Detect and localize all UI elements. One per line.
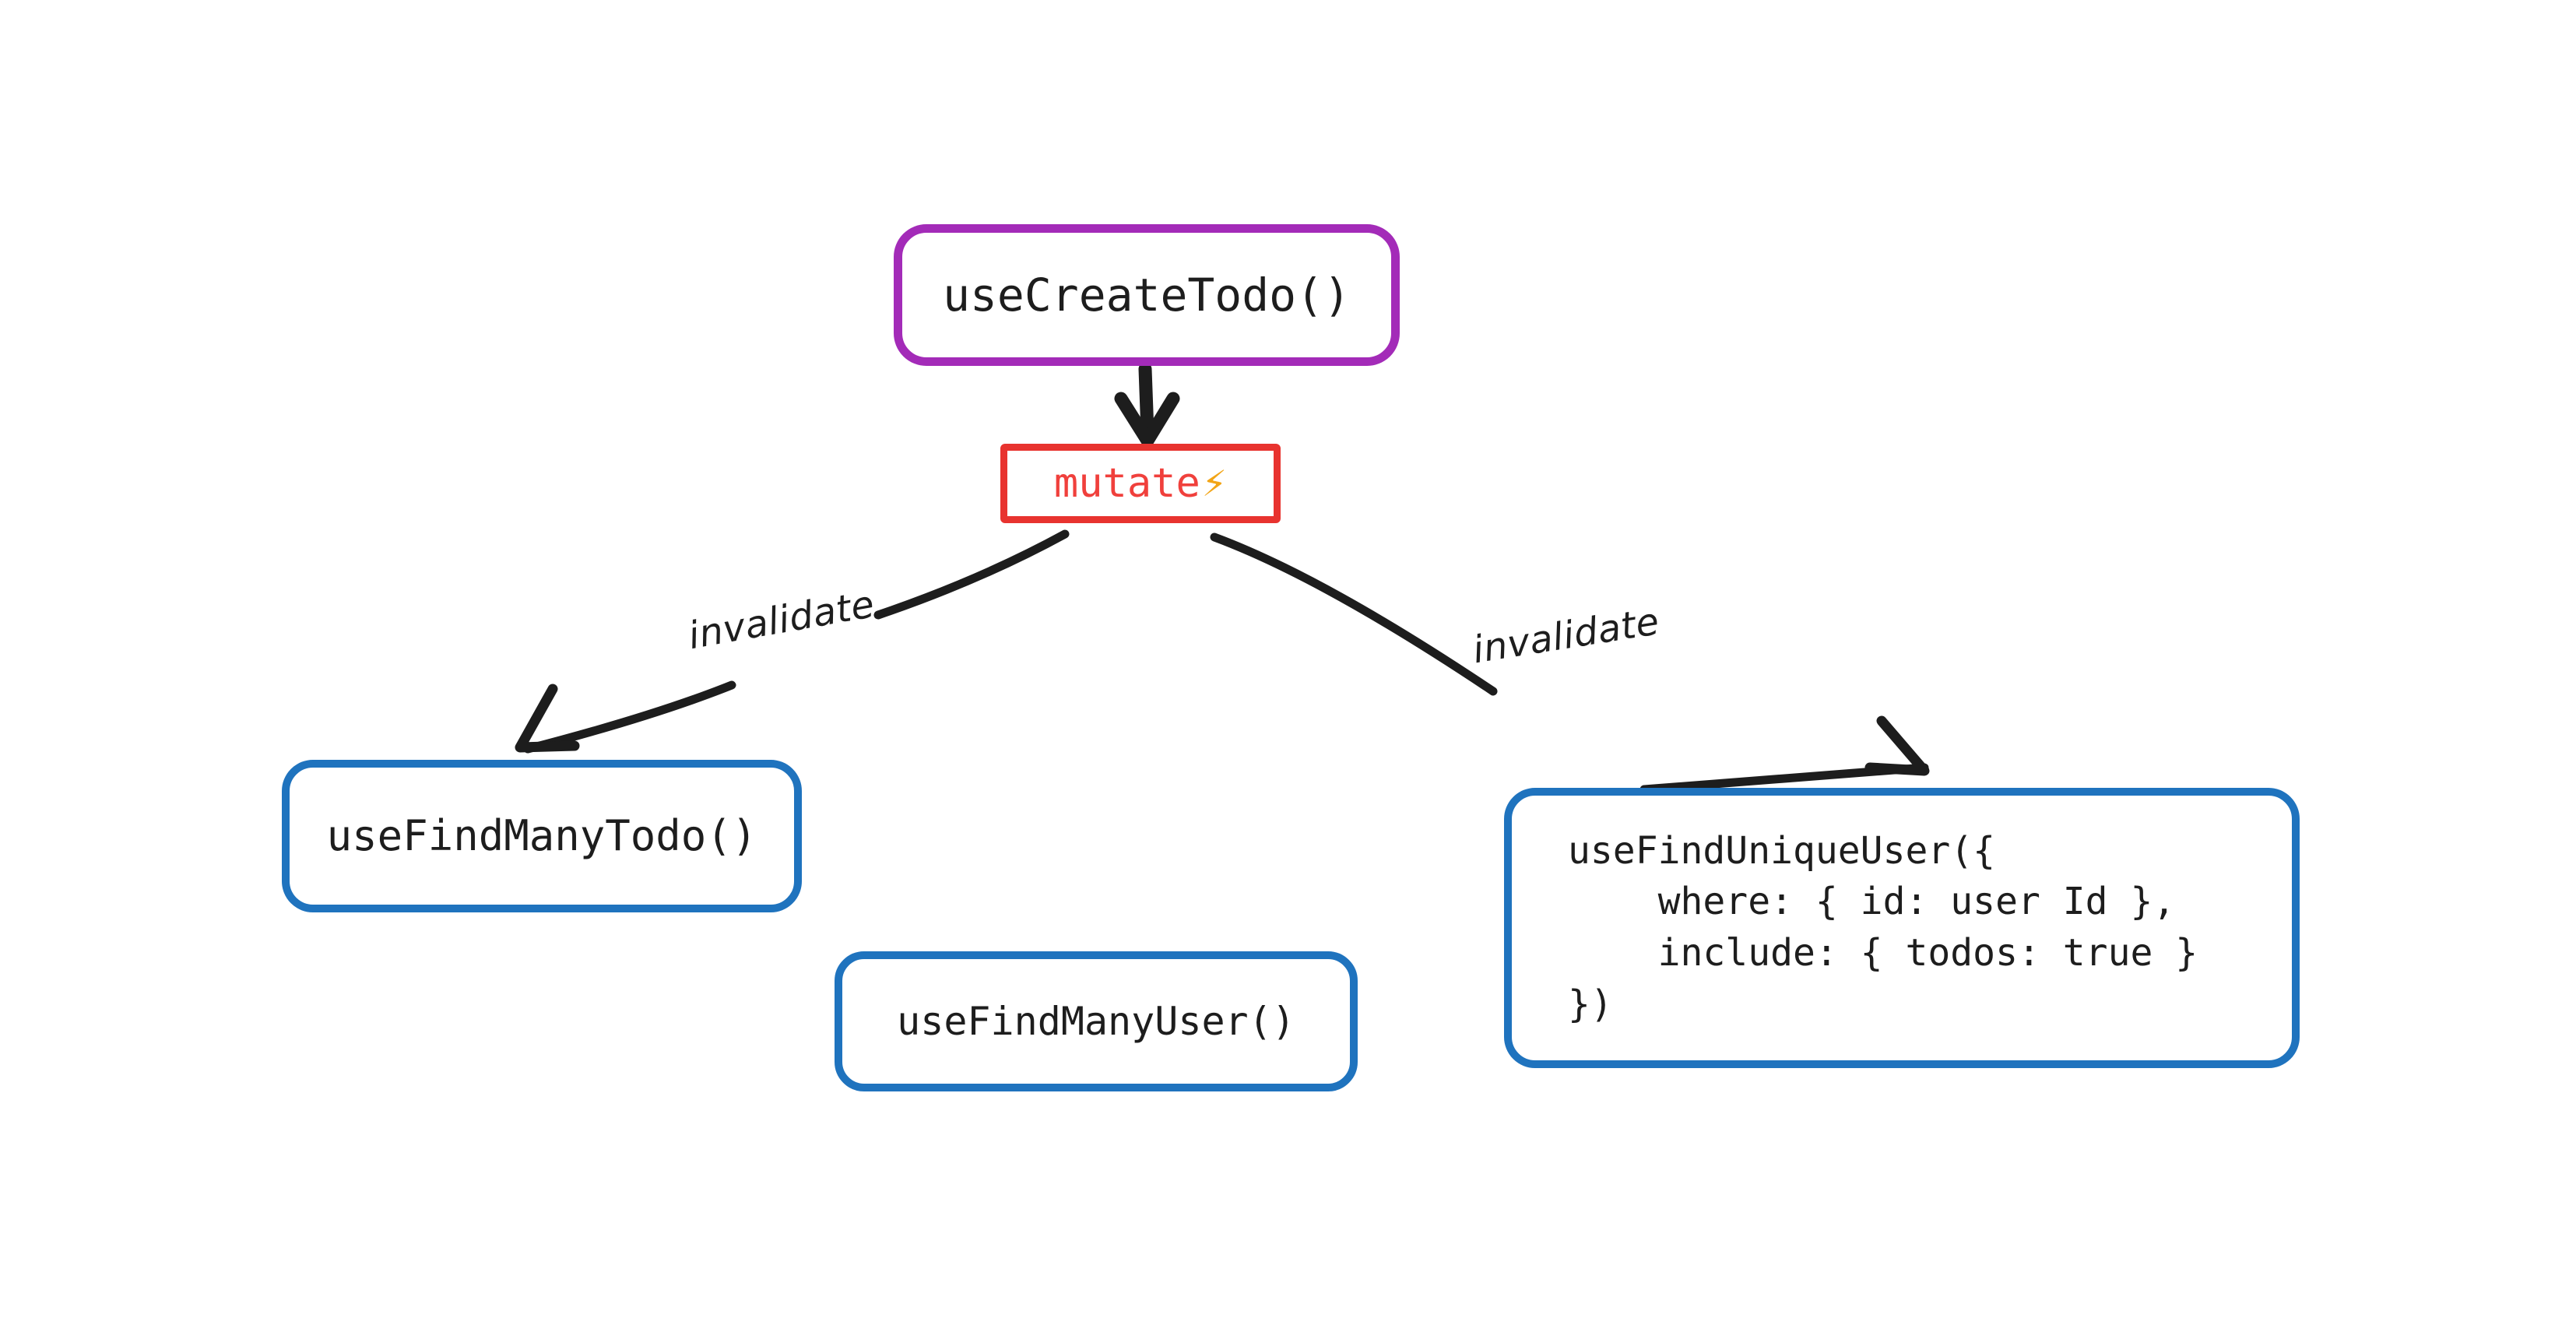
node-use-find-unique-user[interactable]: useFindUniqueUser({ where: { id: user Id… bbox=[1504, 788, 2300, 1068]
edge-mutate-to-find-many-todo bbox=[515, 529, 1070, 754]
node-mutate-label-wrapper: mutate⚡ bbox=[1054, 457, 1227, 511]
lightning-bolt-icon: ⚡ bbox=[1201, 462, 1228, 504]
edge-create-to-mutate bbox=[1114, 362, 1180, 448]
node-use-find-many-todo-label: useFindManyTodo() bbox=[326, 811, 757, 861]
node-mutate-label: mutate bbox=[1053, 459, 1200, 507]
node-use-find-unique-user-label: useFindUniqueUser({ where: { id: user Id… bbox=[1568, 828, 2198, 1026]
node-use-create-todo-label: useCreateTodo() bbox=[943, 268, 1351, 322]
node-use-find-many-user[interactable]: useFindManyUser() bbox=[835, 951, 1358, 1091]
edge-mutate-to-find-unique-user bbox=[1210, 532, 1498, 696]
node-use-create-todo[interactable]: useCreateTodo() bbox=[894, 224, 1400, 366]
node-use-find-many-todo[interactable]: useFindManyTodo() bbox=[282, 760, 802, 912]
node-mutate[interactable]: mutate⚡ bbox=[1000, 444, 1281, 523]
edge-mutate-to-find-unique-user-tail bbox=[1639, 715, 1930, 794]
node-use-find-many-user-label: useFindManyUser() bbox=[897, 999, 1295, 1044]
